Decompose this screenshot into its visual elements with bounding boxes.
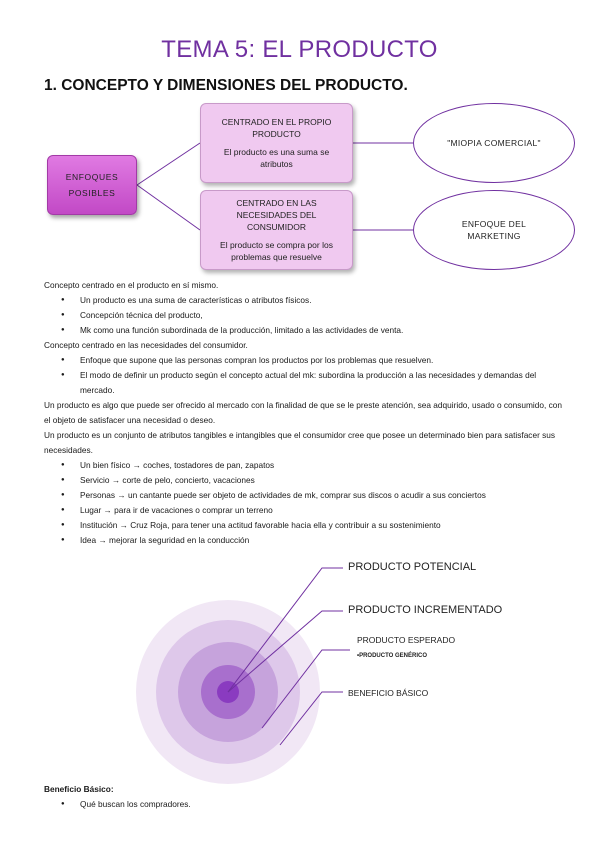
enfoques-line-1: ENFOQUES — [65, 172, 119, 182]
enfoques-line-2: POSIBLES — [68, 188, 116, 198]
label-producto-potencial: PRODUCTO POTENCIAL — [348, 561, 477, 573]
list-item: Mk como una función subordinada de la pr… — [44, 323, 564, 338]
miopia-ellipse: "MIOPIA COMERCIAL" — [413, 103, 575, 183]
footer-heading: Beneficio Básico: — [44, 784, 114, 794]
producto-box-title: CENTRADO EN EL PROPIO PRODUCTO — [221, 117, 332, 139]
list-item: Un bien físico → coches, tostadores de p… — [44, 458, 564, 473]
page-title: TEMA 5: EL PRODUCTO — [161, 36, 438, 63]
list-item: Enfoque que supone que las personas comp… — [44, 353, 564, 368]
label-beneficio-basico: BENEFICIO BÁSICO — [348, 688, 429, 698]
list-producto: Un producto es una suma de característic… — [44, 293, 564, 338]
list-item: Institución → Cruz Roja, para tener una … — [44, 518, 564, 533]
producto-box-desc: El producto es una suma se atributos — [223, 147, 330, 169]
list-item: Un producto es una suma de característic… — [44, 293, 564, 308]
level-callout-lines — [227, 567, 350, 746]
label-producto-incrementado: PRODUCTO INCREMENTADO — [348, 604, 503, 616]
body-text: Concepto centrado en el producto en sí m… — [44, 278, 564, 548]
list-item: Concepción técnica del producto, — [44, 308, 564, 323]
section-heading: 1. CONCEPTO Y DIMENSIONES DEL PRODUCTO. — [44, 77, 408, 94]
paragraph-definicion-1: Un producto es algo que puede ser ofreci… — [44, 400, 562, 425]
consumidor-box-title: CENTRADO EN LAS NECESIDADES DEL CONSUMID… — [236, 198, 317, 232]
list-consumidor: Enfoque que supone que las personas comp… — [44, 353, 564, 398]
consumidor-box: CENTRADO EN LAS NECESIDADES DEL CONSUMID… — [200, 190, 353, 270]
list-ejemplos: Un bien físico → coches, tostadores de p… — [44, 458, 564, 548]
list-item: Personas → un cantante puede ser objeto … — [44, 488, 564, 503]
list-item: Servicio → corte de pelo, concierto, vac… — [44, 473, 564, 488]
list-item: Qué buscan los compradores. — [44, 797, 564, 812]
paragraph-consumidor: Concepto centrado en las necesidades del… — [44, 340, 248, 350]
footer-list: Qué buscan los compradores. — [44, 797, 564, 812]
producto-box: CENTRADO EN EL PROPIO PRODUCTO El produc… — [200, 103, 353, 183]
paragraph-definicion-2: Un producto es un conjunto de atributos … — [44, 430, 556, 455]
footer-section: Beneficio Básico: Qué buscan los comprad… — [44, 782, 564, 812]
label-producto-esperado: PRODUCTO ESPERADO — [357, 635, 456, 645]
list-item: Lugar → para ir de vacaciones o comprar … — [44, 503, 564, 518]
list-item: El modo de definir un producto según el … — [44, 368, 564, 398]
list-item: Idea → mejorar la seguridad en la conduc… — [44, 533, 564, 548]
paragraph-producto: Concepto centrado en el producto en sí m… — [44, 280, 219, 290]
miopia-label: "MIOPIA COMERCIAL" — [447, 138, 541, 148]
consumidor-box-desc: El producto se compra por los problemas … — [220, 240, 333, 262]
label-producto-generico: •PRODUCTO GENÉRICO — [357, 653, 427, 659]
marketing-ellipse: ENFOQUE DEL MARKETING — [413, 190, 575, 270]
marketing-label: ENFOQUE DEL MARKETING — [461, 219, 527, 241]
enfoques-box: ENFOQUES POSIBLES — [47, 155, 137, 215]
